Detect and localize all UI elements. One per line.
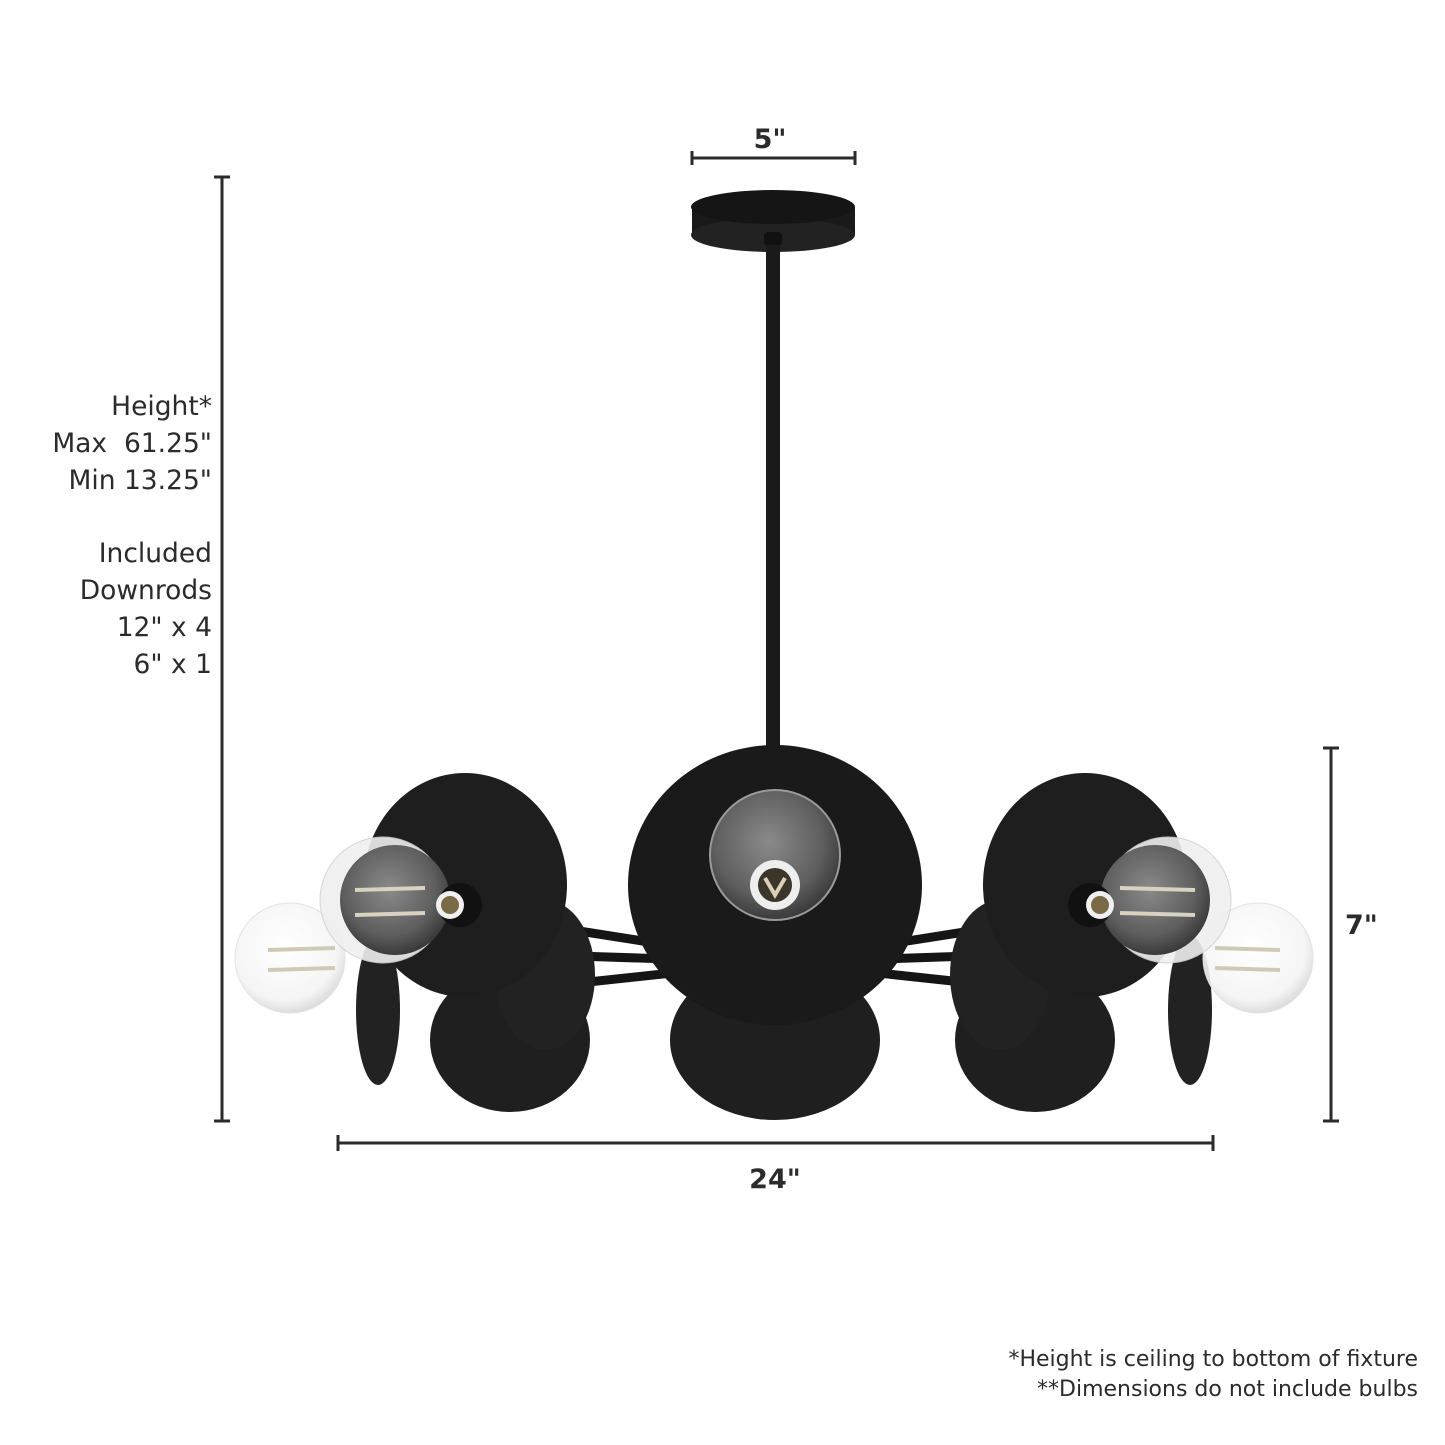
footnote-height: *Height is ceiling to bottom of fixture bbox=[1008, 1347, 1418, 1372]
height-info: Height* Max 61.25" Min 13.25" Included D… bbox=[52, 388, 212, 683]
bulb-outer-left bbox=[234, 902, 346, 1014]
downrods-line-1: Included bbox=[98, 538, 212, 569]
downrods-line-2: Downrods bbox=[79, 575, 212, 606]
bulb-front-right bbox=[1068, 836, 1232, 964]
height-title: Height* bbox=[111, 391, 212, 422]
height-max: Max 61.25" bbox=[52, 428, 212, 459]
canopy-width-label: 5" bbox=[753, 124, 787, 155]
height-min: Min 13.25" bbox=[68, 465, 213, 496]
bulb-center bbox=[709, 789, 841, 921]
downrods-line-4: 6" x 1 bbox=[133, 649, 212, 680]
fixture-height-dimension-line bbox=[1323, 746, 1339, 1123]
downrod bbox=[766, 245, 780, 750]
footnote-bulbs: **Dimensions do not include bulbs bbox=[1037, 1377, 1418, 1402]
fixture-height-label: 7" bbox=[1345, 910, 1378, 941]
fixture-width-dimension-line bbox=[336, 1135, 1215, 1151]
height-dimension-line bbox=[214, 175, 230, 1123]
canopy-width-dimension-line bbox=[690, 151, 857, 165]
footnotes: *Height is ceiling to bottom of fixture … bbox=[1008, 1345, 1418, 1405]
downrods-line-3: 12" x 4 bbox=[116, 612, 212, 643]
bulb-outer-right bbox=[1202, 902, 1314, 1014]
canopy bbox=[691, 190, 855, 252]
fixture-width-label: 24" bbox=[749, 1164, 801, 1195]
bulb-front-left bbox=[319, 836, 482, 964]
